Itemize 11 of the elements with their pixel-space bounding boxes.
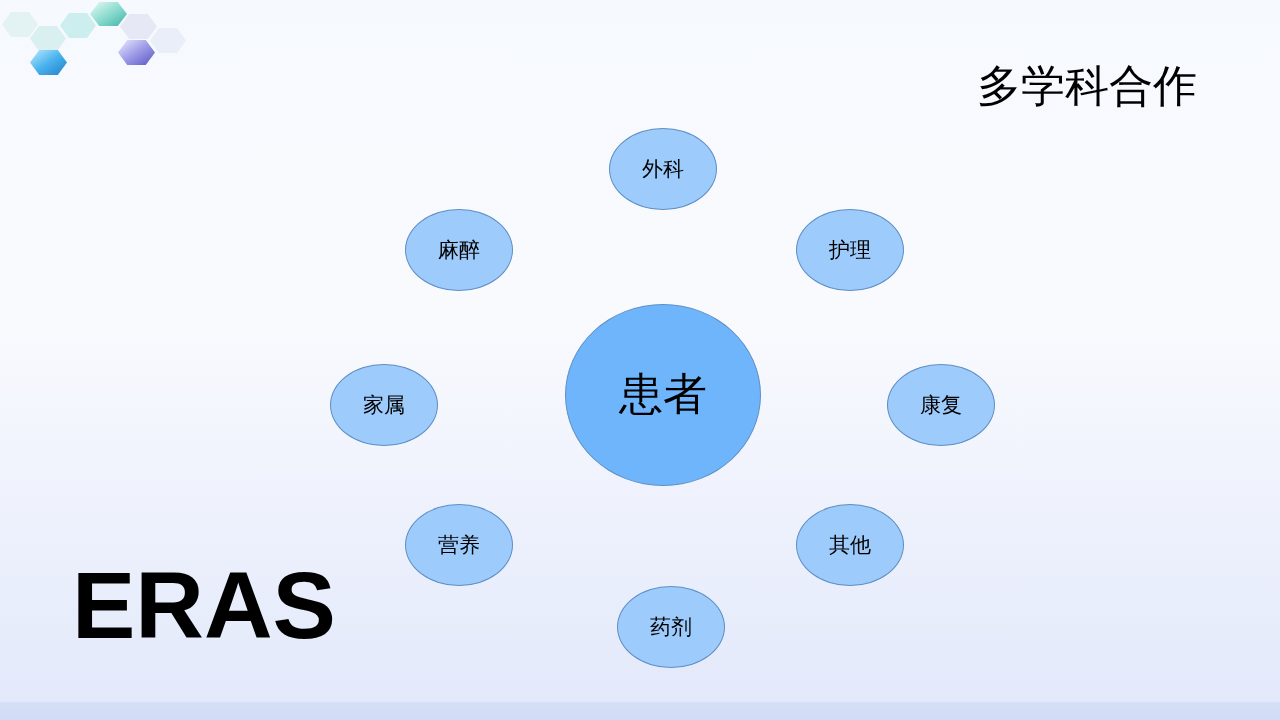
node-label: 麻醉	[438, 237, 480, 263]
node-label: 药剂	[650, 614, 692, 640]
acronym-label: ERAS	[72, 551, 336, 660]
node-label: 家属	[363, 392, 405, 418]
node-label: 患者	[619, 369, 707, 421]
node-label: 外科	[642, 156, 684, 182]
node-label: 其他	[829, 532, 871, 558]
node-label: 康复	[920, 392, 962, 418]
node-label: 护理	[829, 237, 871, 263]
slide-title: 多学科合作	[976, 61, 1198, 113]
node-label: 营养	[438, 532, 480, 558]
